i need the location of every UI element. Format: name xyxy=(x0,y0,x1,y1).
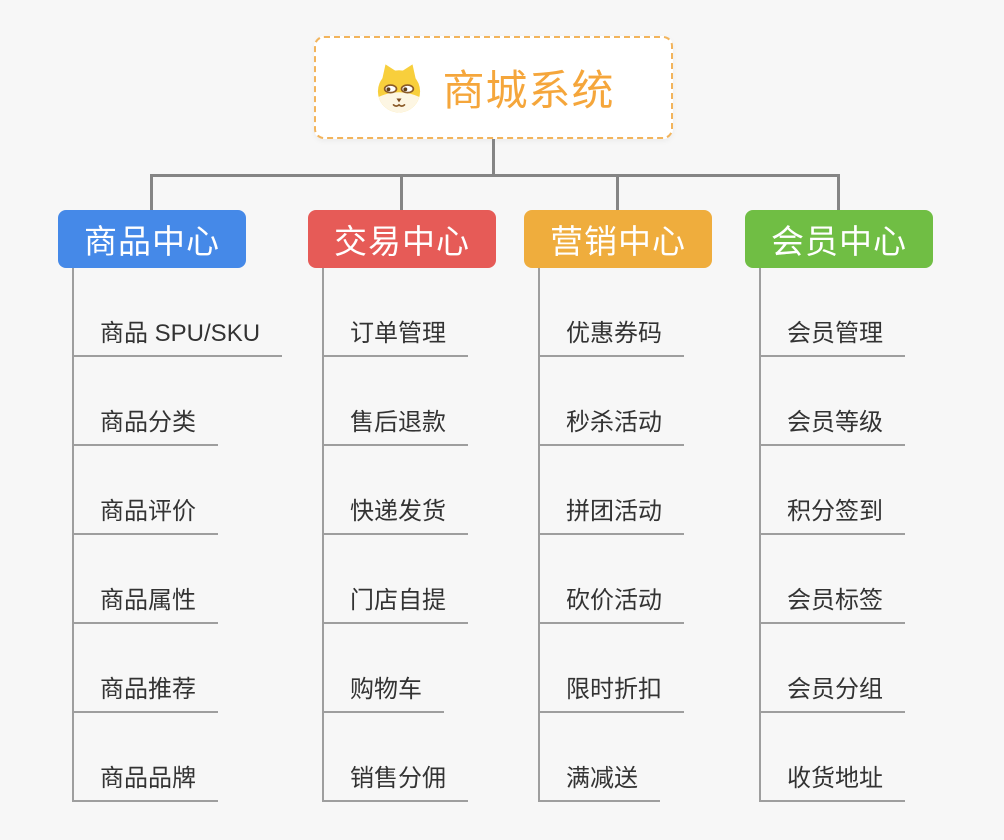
connector-drop-trade-center xyxy=(400,174,403,211)
child-topic-label: 会员标签 xyxy=(759,580,905,624)
child-topic[interactable]: 秒杀活动 xyxy=(538,357,764,446)
child-topic-label: 门店自提 xyxy=(322,580,468,624)
child-topic-label: 售后退款 xyxy=(322,402,468,446)
root-node[interactable]: 商城系统 xyxy=(314,36,673,139)
child-topic[interactable]: 会员标签 xyxy=(759,535,985,624)
child-topic[interactable]: 砍价活动 xyxy=(538,535,764,624)
child-topic-label: 快递发货 xyxy=(322,491,468,535)
child-topic[interactable]: 商品属性 xyxy=(72,535,298,624)
child-topic-label: 秒杀活动 xyxy=(538,402,684,446)
branch-product-center: 商品中心商品 SPU/SKU 商品分类商品评价商品属性商品推荐商品品牌 xyxy=(58,210,298,802)
branch-header-member-center[interactable]: 会员中心 xyxy=(745,210,933,268)
child-topic[interactable]: 商品品牌 xyxy=(72,713,298,802)
child-topic-label: 商品评价 xyxy=(72,491,218,535)
child-topic-label: 销售分佣 xyxy=(322,758,468,802)
child-topic-label: 商品品牌 xyxy=(72,758,218,802)
child-topic[interactable]: 门店自提 xyxy=(322,535,548,624)
child-topic-label: 商品属性 xyxy=(72,580,218,624)
child-topic[interactable]: 优惠券码 xyxy=(538,268,764,357)
branch-trunk-line xyxy=(72,268,74,800)
branch-header-trade-center[interactable]: 交易中心 xyxy=(308,210,496,268)
child-topic[interactable]: 会员分组 xyxy=(759,624,985,713)
child-topic[interactable]: 积分签到 xyxy=(759,446,985,535)
child-topic[interactable]: 销售分佣 xyxy=(322,713,548,802)
branch-header-product-center[interactable]: 商品中心 xyxy=(58,210,246,268)
connector-drop-member-center xyxy=(837,174,840,211)
child-topic-label: 会员分组 xyxy=(759,669,905,713)
branch-trunk-line xyxy=(759,268,761,800)
child-topic[interactable]: 售后退款 xyxy=(322,357,548,446)
child-topic[interactable]: 商品 SPU/SKU xyxy=(72,268,298,357)
child-topic[interactable]: 会员等级 xyxy=(759,357,985,446)
child-topic-label: 满减送 xyxy=(538,758,660,802)
child-topic[interactable]: 会员管理 xyxy=(759,268,985,357)
child-topic-label: 收货地址 xyxy=(759,758,905,802)
child-topic[interactable]: 满减送 xyxy=(538,713,764,802)
branch-trade-center: 交易中心订单管理售后退款快递发货门店自提购物车销售分佣 xyxy=(308,210,548,802)
child-topic-label: 商品推荐 xyxy=(72,669,218,713)
child-topic[interactable]: 收货地址 xyxy=(759,713,985,802)
connector-drop-marketing-center xyxy=(616,174,619,211)
child-topic[interactable]: 商品推荐 xyxy=(72,624,298,713)
child-topic-label: 限时折扣 xyxy=(538,669,684,713)
child-topic[interactable]: 订单管理 xyxy=(322,268,548,357)
child-topic[interactable]: 商品分类 xyxy=(72,357,298,446)
child-topic[interactable]: 商品评价 xyxy=(72,446,298,535)
connector-drop-product-center xyxy=(150,174,153,211)
child-topic-label: 商品分类 xyxy=(72,402,218,446)
connector-root-trunk xyxy=(492,139,495,175)
child-topic[interactable]: 拼团活动 xyxy=(538,446,764,535)
branch-header-marketing-center[interactable]: 营销中心 xyxy=(524,210,712,268)
child-topic-label: 购物车 xyxy=(322,669,444,713)
child-topic-label: 会员管理 xyxy=(759,313,905,357)
child-topic-label: 订单管理 xyxy=(322,313,468,357)
dog-face-icon xyxy=(372,61,426,115)
connector-horizontal-bar xyxy=(151,174,839,177)
branch-trunk-line xyxy=(538,268,540,800)
child-topic[interactable]: 购物车 xyxy=(322,624,548,713)
branch-member-center: 会员中心会员管理会员等级积分签到会员标签会员分组收货地址 xyxy=(745,210,985,802)
child-topic-label: 拼团活动 xyxy=(538,491,684,535)
child-topic-label: 积分签到 xyxy=(759,491,905,535)
branch-trunk-line xyxy=(322,268,324,800)
child-topic[interactable]: 快递发货 xyxy=(322,446,548,535)
root-title: 商城系统 xyxy=(442,67,615,114)
child-topic-label: 会员等级 xyxy=(759,402,905,446)
branch-marketing-center: 营销中心优惠券码秒杀活动拼团活动砍价活动限时折扣满减送 xyxy=(524,210,764,802)
child-topic-label: 商品 SPU/SKU xyxy=(72,313,283,357)
child-topic-label: 砍价活动 xyxy=(538,580,684,624)
child-topic[interactable]: 限时折扣 xyxy=(538,624,764,713)
child-topic-label: 优惠券码 xyxy=(538,313,684,357)
